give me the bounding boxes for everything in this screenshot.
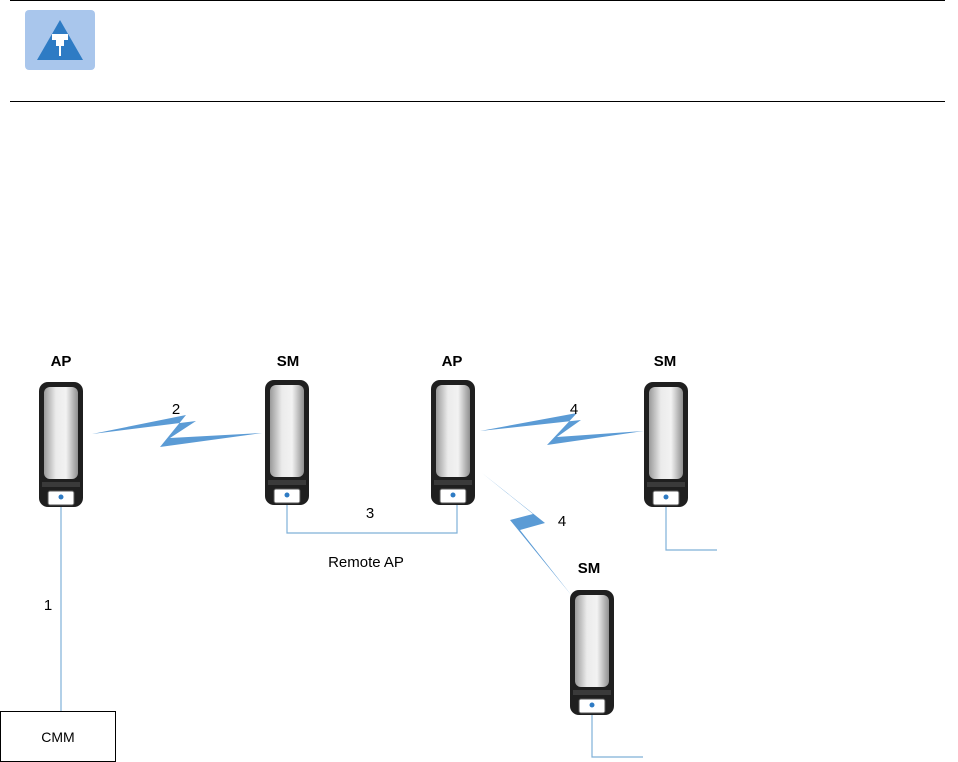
- cmm-box: CMM: [0, 711, 116, 762]
- sm2-device: [644, 382, 688, 507]
- sm1-device: [265, 380, 309, 505]
- link-label-3: 3: [366, 505, 374, 522]
- wireless-link-2: [92, 415, 262, 447]
- cmm-label: CMM: [41, 729, 74, 745]
- sm3-label: SM: [578, 560, 601, 577]
- ap1-device: [39, 382, 83, 507]
- ap2-label: AP: [442, 353, 463, 370]
- wireless-link-4a: [480, 413, 644, 445]
- sm2-label: SM: [654, 353, 677, 370]
- link-label-1: 1: [44, 597, 52, 614]
- ap2-device: [431, 380, 475, 505]
- ap1-label: AP: [51, 353, 72, 370]
- wire-sm3-tail: [592, 715, 643, 757]
- link-label-2: 2: [172, 401, 180, 418]
- link-label-4a: 4: [570, 401, 578, 418]
- sm1-label: SM: [277, 353, 300, 370]
- link-label-4b: 4: [558, 513, 566, 530]
- remote-ap-label: Remote AP: [328, 554, 404, 571]
- wireless-link-4b: [482, 473, 572, 596]
- wire-sm2-tail: [666, 507, 717, 550]
- sm3-device: [570, 590, 614, 715]
